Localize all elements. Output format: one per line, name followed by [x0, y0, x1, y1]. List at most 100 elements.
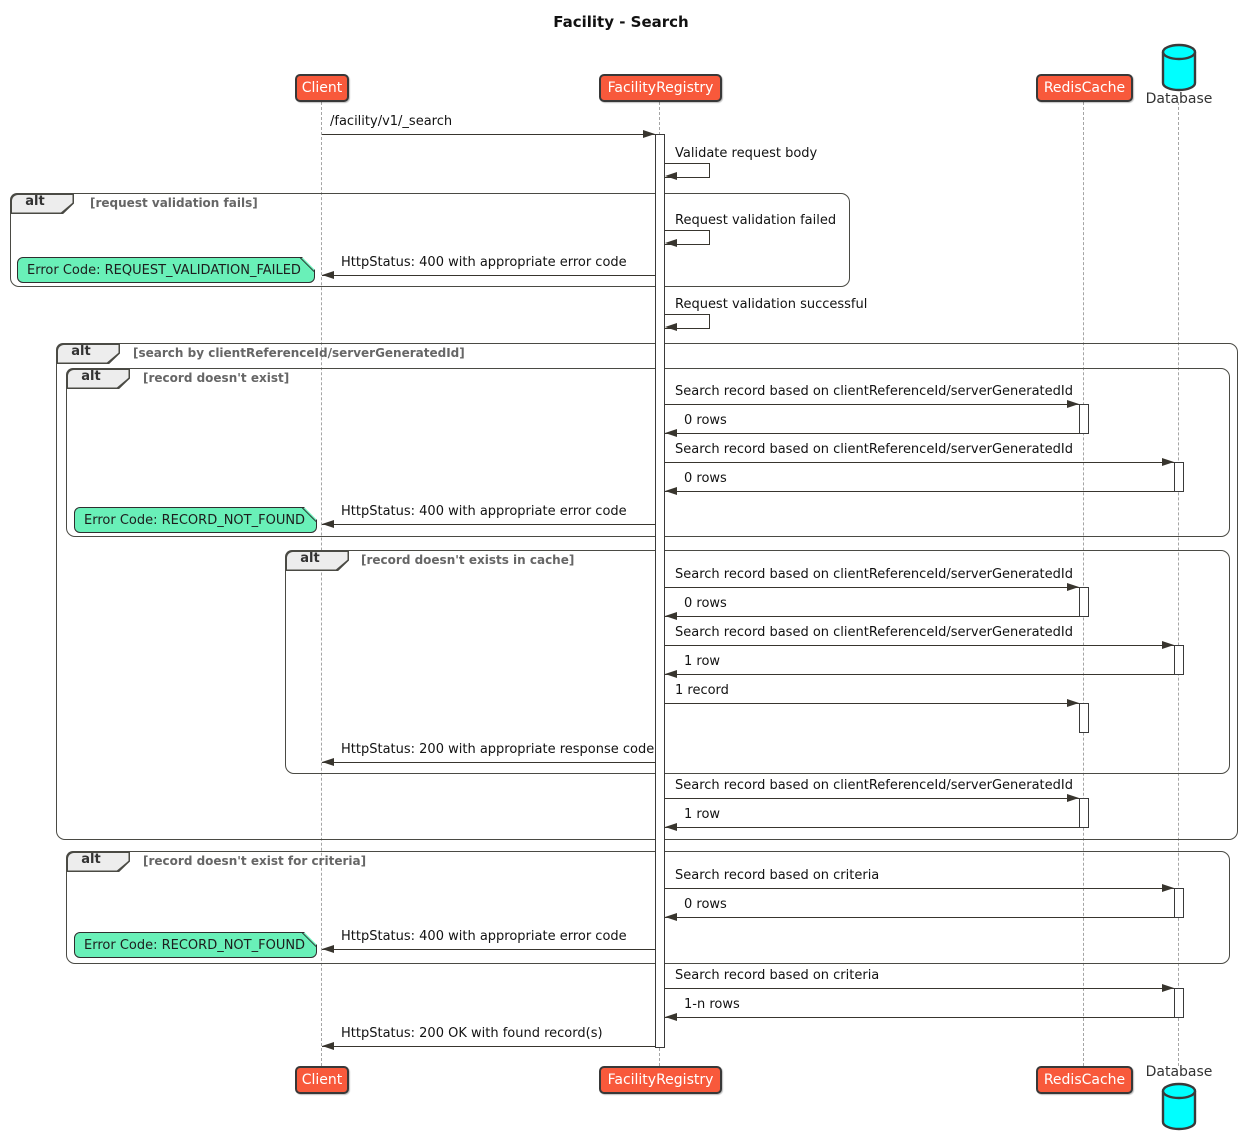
message-label: /facility/v1/_search — [330, 114, 453, 129]
alt-frame-search-by-id — [56, 343, 1238, 840]
activation-database — [1174, 888, 1184, 918]
self-message-line — [665, 163, 710, 178]
message-line — [665, 827, 1079, 828]
arrow-left-icon — [322, 271, 334, 279]
error-note: Error Code: RECORD_NOT_FOUND — [74, 931, 318, 958]
activation-database — [1174, 988, 1184, 1018]
arrow-right-icon — [1067, 794, 1079, 802]
message-label: 0 rows — [684, 471, 727, 486]
arrow-left-icon — [665, 487, 677, 495]
alt-keyword: alt — [300, 551, 320, 566]
alt-keyword: alt — [25, 194, 45, 209]
arrow-left-icon — [665, 612, 677, 620]
message-label: 1-n rows — [684, 997, 740, 1012]
participant-database-label-bottom: Database — [1145, 1064, 1213, 1080]
message-line — [322, 134, 655, 135]
message-line — [665, 645, 1174, 646]
message-label: 1 row — [684, 807, 721, 822]
message-line — [322, 524, 655, 525]
participant-facilityregistry-top: FacilityRegistry — [599, 74, 722, 102]
alt-frame-tab: alt — [66, 368, 130, 389]
message-line — [665, 587, 1079, 588]
error-note: Error Code: RECORD_NOT_FOUND — [74, 506, 318, 533]
database-icon — [1161, 43, 1197, 92]
arrow-right-icon — [1162, 984, 1174, 992]
message-label: Search record based on clientReferenceId… — [675, 567, 1073, 582]
message-line — [665, 888, 1174, 889]
activation-rediscache — [1079, 587, 1089, 617]
database-icon — [1161, 1082, 1197, 1131]
participant-facilityregistry-bottom: FacilityRegistry — [599, 1066, 722, 1094]
self-message-line — [665, 314, 710, 329]
alt-frame-record-doesnt-exist-criteria — [66, 851, 1230, 964]
alt-frame-request-validation-fails — [10, 193, 850, 287]
alt-condition: [record doesn't exist for criteria] — [143, 854, 367, 868]
participant-client-top: Client — [295, 74, 349, 102]
message-line — [665, 1017, 1174, 1018]
message-line — [665, 917, 1174, 918]
message-label: 0 rows — [684, 596, 727, 611]
message-label: 0 rows — [684, 897, 727, 912]
arrow-left-icon — [665, 323, 677, 331]
arrow-left-icon — [665, 239, 677, 247]
alt-frame-tab: alt — [56, 343, 120, 364]
activation-facilityregistry — [655, 134, 665, 1048]
arrow-right-icon — [1162, 641, 1174, 649]
self-message-line — [665, 230, 710, 245]
message-line — [665, 616, 1079, 617]
message-label: HttpStatus: 400 with appropriate error c… — [341, 504, 627, 519]
lifeline-client — [321, 102, 322, 1066]
message-label: Request validation failed — [675, 213, 837, 228]
message-line — [322, 275, 655, 276]
alt-condition: [request validation fails] — [90, 196, 258, 210]
activation-rediscache — [1079, 798, 1089, 828]
arrow-left-icon — [322, 945, 334, 953]
message-line — [322, 1046, 655, 1047]
arrow-right-icon — [1067, 699, 1079, 707]
arrow-right-icon — [643, 130, 655, 138]
arrow-left-icon — [322, 520, 334, 528]
message-label: HttpStatus: 400 with appropriate error c… — [341, 255, 627, 270]
message-label: Validate request body — [675, 146, 818, 161]
arrow-right-icon — [1162, 458, 1174, 466]
alt-condition: [search by clientReferenceId/serverGener… — [133, 346, 465, 360]
message-label: 0 rows — [684, 413, 727, 428]
arrow-left-icon — [665, 823, 677, 831]
message-line — [665, 462, 1174, 463]
lifeline-rediscache — [1083, 102, 1084, 1066]
message-label: 1 row — [684, 654, 721, 669]
message-label: HttpStatus: 400 with appropriate error c… — [341, 929, 627, 944]
message-label: Search record based on criteria — [675, 968, 880, 983]
message-label: Request validation successful — [675, 297, 868, 312]
arrow-right-icon — [1067, 400, 1079, 408]
message-label: Search record based on clientReferenceId… — [675, 625, 1073, 640]
activation-rediscache — [1079, 703, 1089, 733]
message-label: Search record based on clientReferenceId… — [675, 442, 1073, 457]
arrow-right-icon — [1162, 884, 1174, 892]
alt-frame-record-doesnt-exist — [66, 368, 1230, 537]
arrow-left-icon — [322, 758, 334, 766]
alt-condition: [record doesn't exists in cache] — [361, 553, 575, 567]
alt-frame-tab: alt — [285, 550, 349, 571]
lifeline-database — [1178, 102, 1179, 1066]
arrow-left-icon — [665, 429, 677, 437]
arrow-left-icon — [665, 913, 677, 921]
participant-client-bottom: Client — [295, 1066, 349, 1094]
participant-rediscache-top: RedisCache — [1036, 74, 1133, 102]
message-line — [665, 491, 1174, 492]
diagram-title: Facility - Search — [553, 13, 689, 31]
participant-database-label-top: Database — [1145, 91, 1213, 107]
alt-frame-tab: alt — [66, 851, 130, 872]
message-line — [665, 433, 1079, 434]
alt-condition: [record doesn't exist] — [143, 371, 290, 385]
participant-rediscache-bottom: RedisCache — [1036, 1066, 1133, 1094]
alt-frame-record-not-in-cache — [285, 550, 1230, 774]
alt-keyword: alt — [81, 852, 101, 867]
activation-rediscache — [1079, 404, 1089, 434]
message-label: HttpStatus: 200 with appropriate respons… — [341, 742, 655, 757]
message-line — [665, 404, 1079, 405]
message-line — [665, 703, 1079, 704]
arrow-right-icon — [1067, 583, 1079, 591]
message-line — [322, 949, 655, 950]
